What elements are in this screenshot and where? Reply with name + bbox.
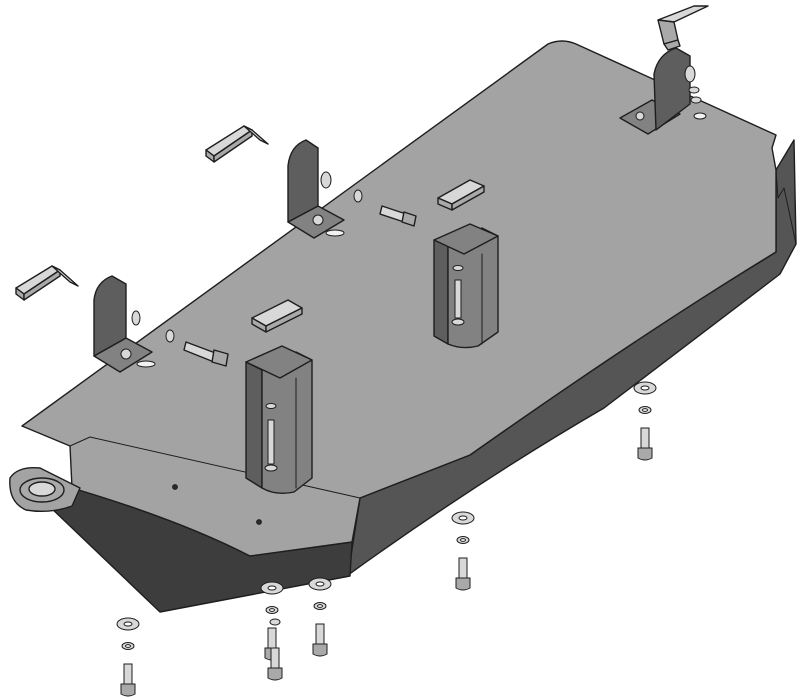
bolt-head (637, 447, 653, 461)
plate-top-surface (21, 40, 777, 557)
lock-washer (269, 618, 281, 626)
plate-slot (693, 112, 707, 120)
l-bracket-bolt-head (312, 214, 324, 226)
tab-clip (657, 5, 709, 51)
u-bracket-bolt (267, 419, 275, 465)
hardware-stack (308, 577, 332, 657)
plate-hole (172, 484, 178, 490)
bolt-head (455, 577, 471, 591)
u-bracket-front (245, 345, 313, 495)
lock-washer-hole (125, 644, 131, 648)
plate-bolt (353, 189, 417, 227)
u-bracket-top (433, 223, 499, 255)
u-bracket-back-leg (433, 239, 449, 345)
flat-washer-hole (458, 515, 468, 521)
loose-hardware (116, 381, 657, 697)
plate-fold-line-right (775, 169, 797, 245)
hardware-stack (116, 617, 140, 697)
u-bracket-bolt (454, 279, 462, 319)
u-bracket-back-leg (245, 361, 263, 489)
lock-washer-hole (317, 604, 323, 608)
hardware-stack (451, 511, 475, 591)
l-bracket-middle (287, 139, 345, 239)
l-bracket-upright (287, 139, 319, 223)
l-bracket-rear (619, 47, 702, 135)
flat-washer-hole (640, 385, 650, 391)
l-bracket-washer (688, 86, 700, 94)
lock-washer-hole (460, 538, 466, 542)
bolt-head (267, 667, 283, 681)
flat-washer-hole (267, 585, 277, 591)
plate-hole (256, 519, 262, 525)
plate-slot (136, 360, 156, 368)
mount-grommet-inner (28, 481, 56, 497)
l-bracket-washer (684, 65, 696, 83)
u-bracket-washer (452, 265, 464, 271)
skid-plate (9, 40, 797, 613)
plate-bolt (165, 329, 229, 367)
l-bracket-left (93, 275, 153, 373)
l-bracket-upright (93, 275, 127, 357)
flat-washer-hole (123, 621, 133, 627)
bolt-head (120, 683, 136, 697)
flat-washer-hole (315, 581, 325, 587)
l-bracket-washer (690, 96, 702, 104)
l-bracket-washer (320, 171, 332, 189)
tab-clip (205, 125, 269, 163)
u-bracket-rear (433, 223, 499, 349)
lock-washer-hole (269, 608, 275, 612)
l-bracket-bolt-head (635, 111, 645, 121)
bolt-head (312, 643, 328, 657)
u-bracket-nut (451, 318, 465, 326)
hardware-stack (633, 381, 657, 461)
u-bracket-top (245, 345, 313, 379)
tab-clip (15, 265, 79, 301)
u-bracket-nut (264, 464, 278, 472)
spacer-block (437, 179, 485, 211)
u-bracket-washer (265, 403, 277, 409)
spacer-block (251, 299, 303, 333)
plate-slot (325, 229, 345, 237)
lock-washer-hole (642, 408, 648, 412)
l-bracket-bolt-head (120, 348, 132, 360)
l-bracket-washer (131, 310, 141, 326)
hardware-stack (267, 618, 283, 681)
